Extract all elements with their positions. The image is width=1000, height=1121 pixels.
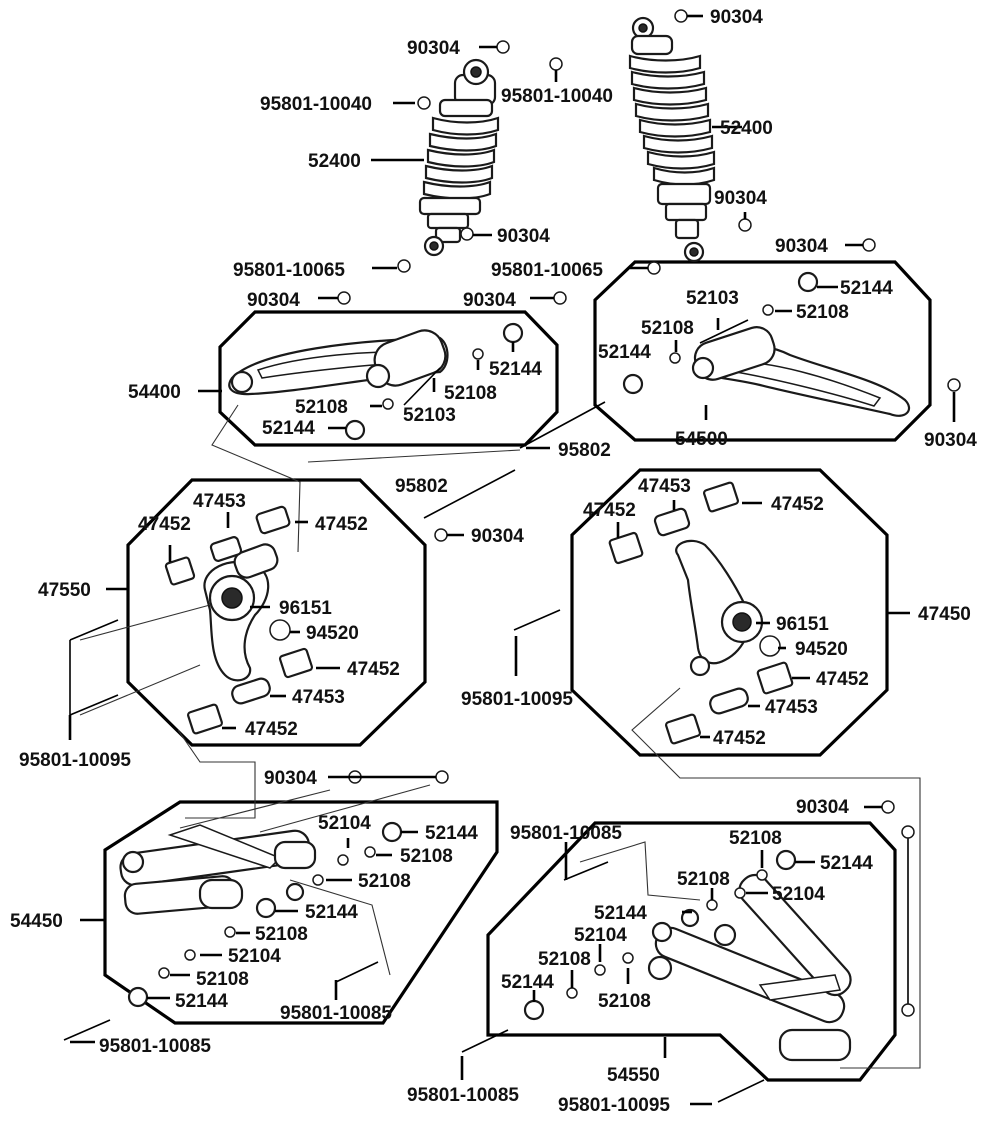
- part-label: 52144: [425, 823, 478, 844]
- part-label: 52104: [574, 925, 627, 946]
- part-label: 52108: [295, 397, 348, 418]
- part-label: 47452: [138, 514, 191, 535]
- knuckle-47450: [675, 539, 764, 677]
- part-label: 47452: [347, 659, 400, 680]
- upper-arm-54500: [691, 326, 911, 417]
- part-label: 52104: [772, 884, 825, 905]
- part-label: 90304: [407, 38, 460, 59]
- part-label: 52103: [403, 405, 456, 426]
- part-label: 47453: [193, 491, 246, 512]
- part-label: 52144: [262, 418, 315, 439]
- part-label: 47452: [771, 494, 824, 515]
- part-label: 47452: [713, 728, 766, 749]
- part-label: 90304: [247, 290, 300, 311]
- part-label: 95801-10085: [510, 823, 622, 844]
- part-label: 54550: [607, 1065, 660, 1086]
- part-label: 95801-10065: [491, 260, 603, 281]
- part-label: 90304: [796, 797, 849, 818]
- part-label: 90304: [710, 7, 763, 28]
- part-label: 90304: [264, 768, 317, 789]
- part-label: 47452: [583, 500, 636, 521]
- part-label: 52108: [358, 871, 411, 892]
- part-label: 52144: [175, 991, 228, 1012]
- part-label: 95801-10095: [19, 750, 131, 771]
- part-label: 96151: [279, 598, 332, 619]
- part-label: 90304: [471, 526, 524, 547]
- right-shock-absorber: [628, 16, 716, 263]
- part-label: 94520: [306, 623, 359, 644]
- part-label: 95801-10095: [461, 689, 573, 710]
- part-label: 52108: [444, 383, 497, 404]
- part-label: 52108: [196, 969, 249, 990]
- group-outline-54550: [486, 821, 897, 1082]
- part-label: 95801-10085: [407, 1085, 519, 1106]
- lower-arm-54550: [647, 873, 852, 1062]
- group-outline-54400: [218, 310, 559, 447]
- assembly-guide-lines: [79, 404, 921, 1069]
- part-label: 52104: [228, 946, 281, 967]
- part-label: 52108: [729, 828, 782, 849]
- part-label: 52108: [255, 924, 308, 945]
- part-label: 52108: [677, 869, 730, 890]
- part-label: 52144: [305, 902, 358, 923]
- part-label: 54400: [128, 382, 181, 403]
- part-label: 47550: [38, 580, 91, 601]
- part-label: 52400: [720, 118, 773, 139]
- part-number-labels: 90304 90304 95801-10040 95801-10040 5240…: [10, 7, 977, 1116]
- part-label: 52104: [318, 813, 371, 834]
- part-label: 52103: [686, 288, 739, 309]
- group-outline-54450: [103, 800, 499, 1025]
- part-label: 47453: [292, 687, 345, 708]
- part-label: 90304: [714, 188, 767, 209]
- part-label: 52108: [796, 302, 849, 323]
- part-label: 47453: [638, 476, 691, 497]
- part-label: 47452: [816, 669, 869, 690]
- part-label: 52400: [308, 151, 361, 172]
- part-label: 52108: [598, 991, 651, 1012]
- part-label: 52144: [501, 972, 554, 993]
- part-label: 95801-10085: [280, 1003, 392, 1024]
- part-label: 47452: [245, 719, 298, 740]
- part-label: 95801-10085: [99, 1036, 211, 1057]
- part-label: 52108: [538, 949, 591, 970]
- part-label: 52144: [489, 359, 542, 380]
- bushings-and-pins: [63, 9, 961, 1103]
- part-label: 52144: [820, 853, 873, 874]
- part-label: 47453: [765, 697, 818, 718]
- part-label: 95801-10065: [233, 260, 345, 281]
- part-label: 95802: [395, 476, 448, 497]
- group-outline-54500: [593, 260, 932, 442]
- part-label: 94520: [795, 639, 848, 660]
- part-label: 96151: [776, 614, 829, 635]
- part-label: 52144: [598, 342, 651, 363]
- part-label: 95801-10040: [501, 86, 613, 107]
- part-label: 52144: [594, 903, 647, 924]
- part-label: 52144: [840, 278, 893, 299]
- part-label: 95801-10040: [260, 94, 372, 115]
- part-label: 90304: [497, 226, 550, 247]
- part-label: 90304: [924, 430, 977, 451]
- upper-arm-54400: [228, 329, 449, 396]
- group-outline-47550: [126, 478, 427, 747]
- part-label: 54500: [675, 429, 728, 450]
- part-label: 52108: [400, 846, 453, 867]
- part-label: 90304: [463, 290, 516, 311]
- leader-lines: [68, 14, 956, 1106]
- lower-arm-54450: [119, 824, 317, 915]
- part-label: 52108: [641, 318, 694, 339]
- part-label: 95802: [558, 440, 611, 461]
- part-label: 54450: [10, 911, 63, 932]
- part-label: 90304: [775, 236, 828, 257]
- knuckle-47550: [203, 543, 279, 682]
- part-label: 47450: [918, 604, 971, 625]
- left-shock-absorber: [418, 58, 500, 257]
- part-label: 95801-10095: [558, 1095, 670, 1116]
- group-outline-47450: [570, 468, 889, 757]
- part-label: 47452: [315, 514, 368, 535]
